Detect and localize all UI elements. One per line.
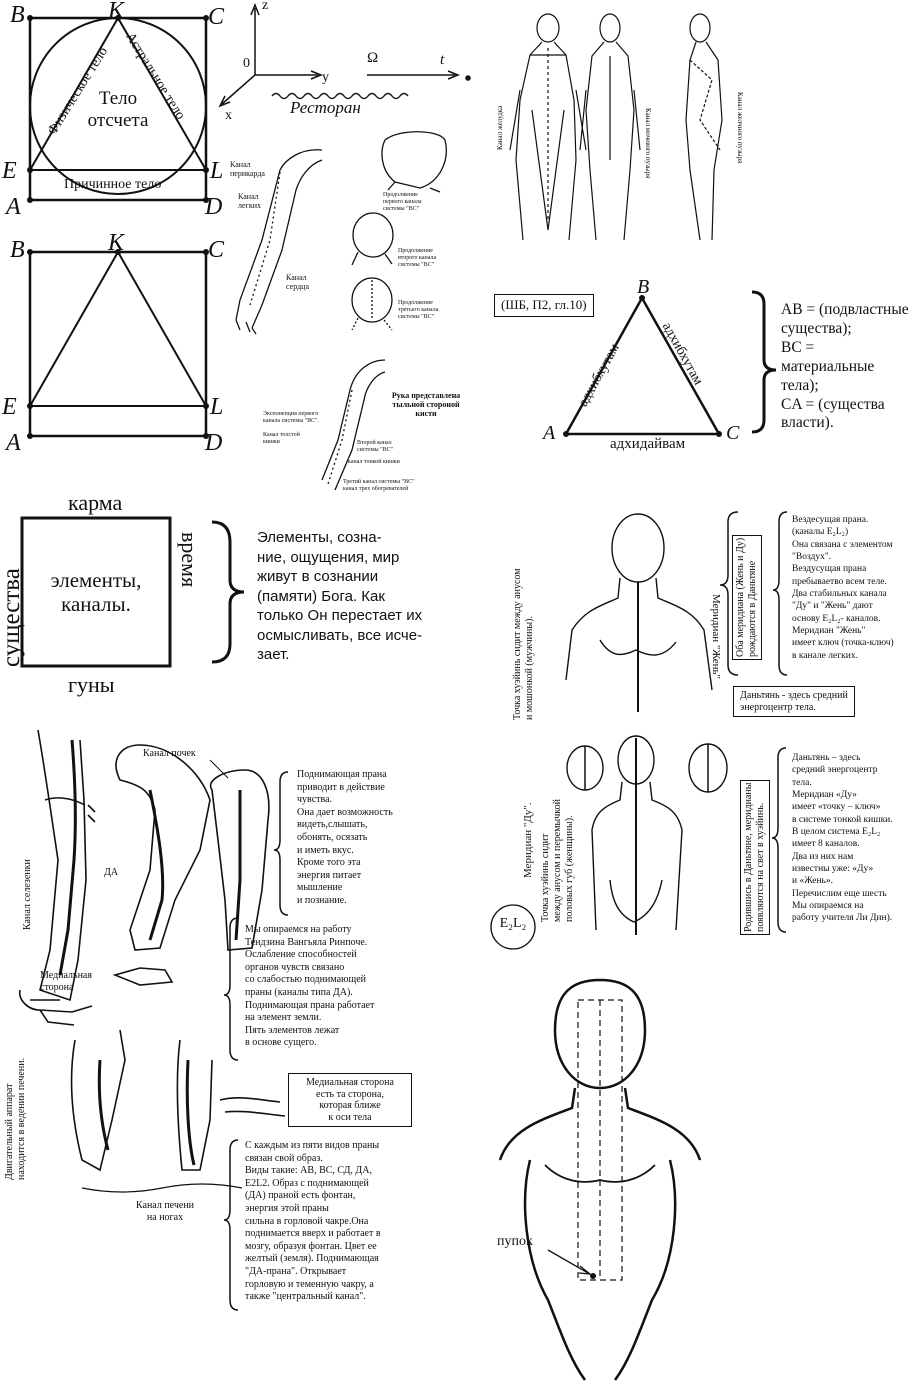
triangle-bottom-label: адхидайвам <box>610 436 686 452</box>
time-label: t <box>440 52 445 68</box>
fig1-point-B: B <box>10 2 25 28</box>
gunas-label: гуны <box>68 672 115 697</box>
kidney-channel-label: Канал почек <box>143 748 196 759</box>
du-meridian-label: Меридиан "Ду". <box>522 802 534 878</box>
fig2-point-A: A <box>6 430 21 456</box>
fig1-point-D: D <box>205 194 223 220</box>
fig2-point-B: B <box>10 237 25 263</box>
head-third-channel-label: Продолжение третьего канала системы "ВС" <box>398 300 439 320</box>
head-channels-drawings <box>351 131 447 331</box>
heart-channel-label: Канал сердца <box>286 273 309 292</box>
triangle-geometry <box>563 290 777 437</box>
lungs-channel-label: Канал легких <box>238 192 261 211</box>
figure-1-geometry <box>27 15 209 203</box>
body-figures-channels <box>509 13 723 241</box>
origin-label: 0 <box>243 56 250 71</box>
both-meridians-box: Оба меридиана (Жень и Ду) рождаются в Да… <box>732 534 762 660</box>
fig2-point-L: L <box>210 394 224 420</box>
karma-square-geometry <box>20 516 245 668</box>
triangle-description: AB = (подвластные существа); BC = матери… <box>781 301 909 432</box>
spleen-channel-label: Канал селезенки <box>22 859 33 930</box>
zhen-meridian-label: Меридиан "Жень" <box>710 594 722 679</box>
huiyin-male-label: Точка хуэйинь сидит между анусом и мошон… <box>512 568 535 720</box>
second-channel-label: Второй канал системы "ВС" <box>357 440 394 453</box>
colon-channel-label: Канал толстой кишки <box>263 432 300 445</box>
leg-channels-drawings <box>18 729 289 1311</box>
meridians-born-box: Родившись в Даньтяне, меридианы появляют… <box>740 779 770 935</box>
axis-z-label: z <box>262 0 269 13</box>
karma-square-description: Элементы, созна- ние, ощущения, мир живу… <box>257 529 423 663</box>
fig1-point-A: A <box>6 194 21 220</box>
fig1-point-L: L <box>210 158 224 184</box>
fig2-point-C: C <box>208 237 225 263</box>
expansion-first-channel-label: Экспонепция первого канала системы "ВС". <box>263 411 320 424</box>
axis-y-label: y <box>322 70 329 85</box>
rising-prana-description: Поднимающая прана приводит в действие чу… <box>297 769 393 906</box>
gallbladder-channel-label: Канал желчного пузыря <box>736 92 744 164</box>
tenzin-description: Мы опираемся на работу Тендзина Вангьяла… <box>245 924 375 1049</box>
stomach-channel-label: Канал желудка <box>496 105 504 150</box>
fig2-point-E: E <box>2 394 17 420</box>
fig2-point-K: K <box>108 230 125 256</box>
karma-label: карма <box>68 490 123 515</box>
pericardium-channel-label: Канал перикарда <box>230 160 265 179</box>
time-side-label: время <box>177 532 202 588</box>
beings-label: существа <box>0 568 25 667</box>
medial-side-label: Медиальная сторона <box>40 970 92 993</box>
triangle-point-A: A <box>543 422 556 444</box>
figure-2-geometry <box>27 249 209 439</box>
coordinate-axes <box>218 2 471 108</box>
da-label: ДА <box>104 867 119 878</box>
head-first-channel-label: Продолжение первого канала системы "ВС" <box>383 192 422 212</box>
du-back-drawing <box>490 735 787 950</box>
omega-label: Ω <box>367 50 379 66</box>
zhen-torso-drawing <box>565 511 788 712</box>
triangle-point-C: C <box>726 422 740 444</box>
triangle-point-B: B <box>637 276 650 298</box>
elements-channels-label: элементы, каналы. <box>50 568 142 617</box>
restaurant-label: Ресторан <box>290 98 361 117</box>
bladder-channel-label: Канал мочевого пузыря <box>644 108 652 179</box>
prana-types-description: С каждым из пяти видов праны связан свой… <box>245 1140 381 1303</box>
fig1-point-K: K <box>108 0 125 24</box>
axis-x-label: x <box>225 108 232 123</box>
zhen-description: Вездесущая прана. (каналы E₂L₂) Она связ… <box>792 515 894 661</box>
large-torso-drawing <box>498 978 702 1381</box>
huiyin-female-label: Точка хуэйинь сидит между анусом и перем… <box>540 799 575 922</box>
du-description: Даньтянь – здесь средний энергоцентр тел… <box>792 753 893 924</box>
triangle-reference-box: (ШБ, П2, гл.10) <box>494 294 594 317</box>
e2l2-circle-label: E₂L₂ <box>499 916 527 931</box>
arm-channels-drawing <box>235 149 323 335</box>
liver-channel-label: Канал печени на ногах <box>135 1200 195 1223</box>
medial-side-box: Медиальная сторона есть та сторона, кото… <box>288 1073 412 1127</box>
reference-body-label: Тело отсчета <box>87 88 149 131</box>
head-second-channel-label: Продолжение второго канала системы "ВС" <box>398 248 437 268</box>
back-arm-drawing <box>321 359 386 491</box>
causal-body-label: Причинное тело <box>64 177 162 192</box>
small-intestine-channel-label: канал тонкой кишки <box>348 459 400 465</box>
triple-heater-channel-label: Третий канал системы "ВС" канал трех обо… <box>343 479 415 492</box>
fig1-point-E: E <box>2 158 17 184</box>
fig1-point-C: C <box>208 4 225 30</box>
dantian-box: Даньтянь - здесь средний энергоцентр тел… <box>733 686 855 717</box>
motor-apparatus-label: Двигательный аппарат находится в ведении… <box>4 1057 27 1180</box>
fig2-point-D: D <box>205 430 223 456</box>
navel-label: пупок <box>497 1234 533 1249</box>
back-arm-title: Рука представлена тыльной стороной кисти <box>391 391 461 419</box>
